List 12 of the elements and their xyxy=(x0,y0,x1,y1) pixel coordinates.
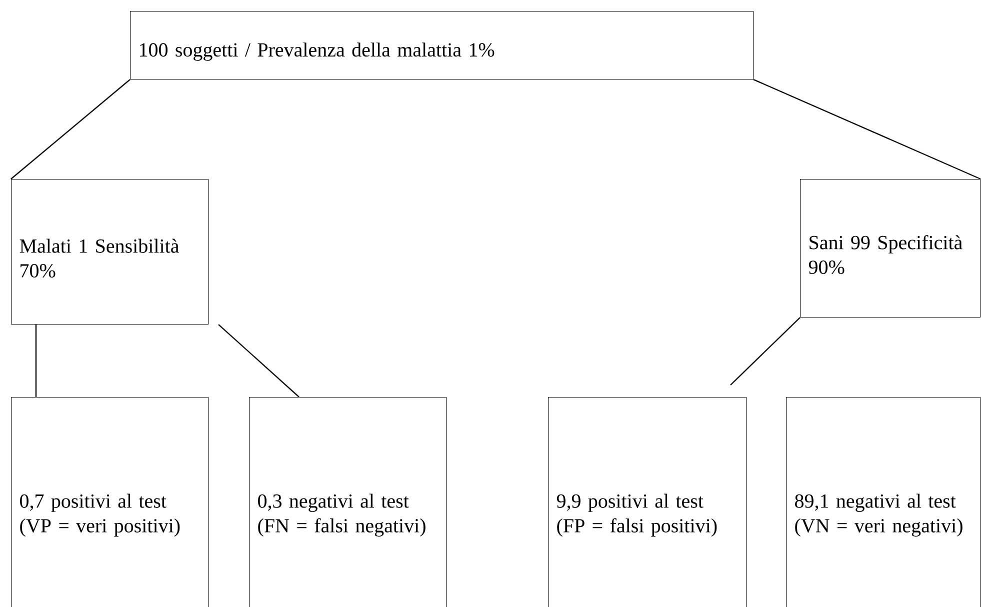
text-box: 89,1 negativi al test (VN = veri negativi) xyxy=(786,397,981,607)
connector-line xyxy=(35,324,37,397)
text-box: 0,7 positivi al test (VP = veri positivi) xyxy=(11,397,209,607)
connector-line xyxy=(218,324,300,398)
text-box: 0,3 negativi al test (FN = falsi negativi) xyxy=(249,397,447,607)
connector-line xyxy=(753,78,981,180)
text-box: 100 soggetti / Prevalenza della malattia 1% xyxy=(130,11,754,80)
text-box: Malati 1 Sensibilità 70% xyxy=(11,179,209,325)
connector-line xyxy=(730,317,800,386)
connector-line xyxy=(10,79,130,180)
text-box: Sani 99 Specificità 90% xyxy=(800,179,981,318)
text-box: 9,9 positivi al test (FP = falsi positivi) xyxy=(548,397,747,607)
